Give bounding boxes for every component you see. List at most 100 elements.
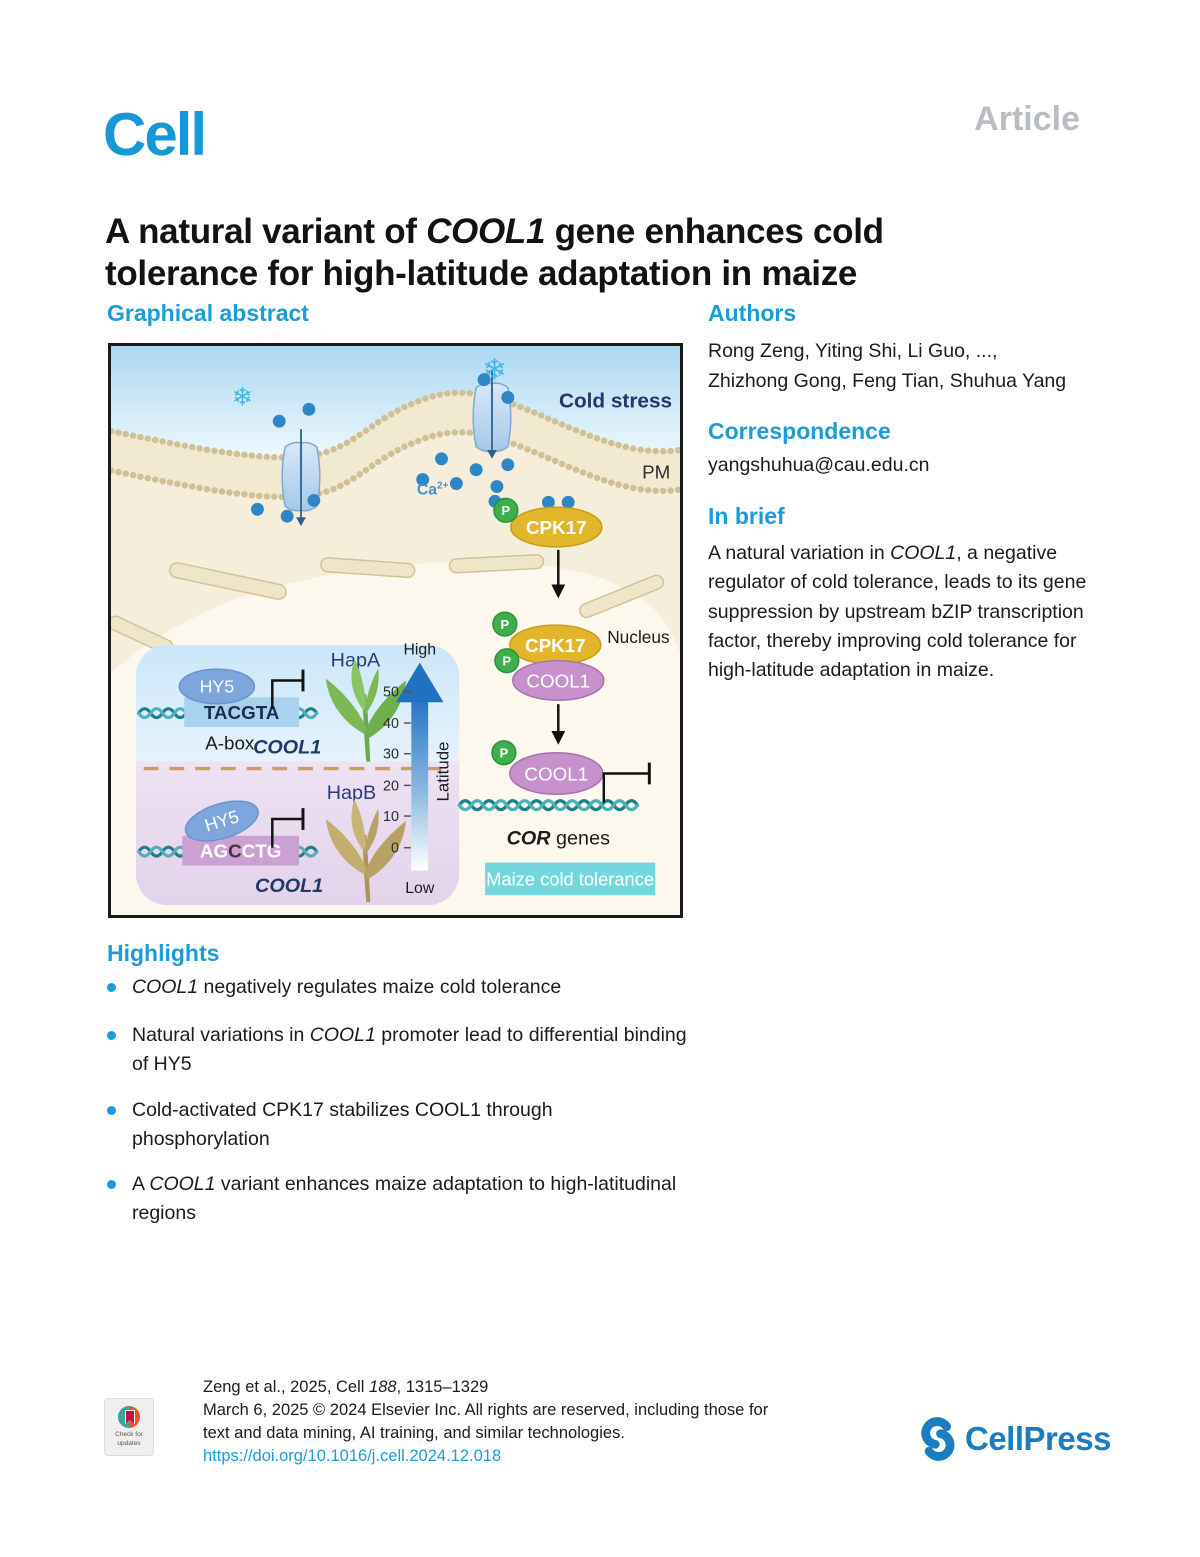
phosphate-badge bbox=[491, 740, 517, 766]
highlight-text: COOL1 negatively regulates maize cold to… bbox=[132, 976, 562, 998]
copyright-line: March 6, 2025 © 2024 Elsevier Inc. All r… bbox=[203, 1401, 769, 1420]
a-box-sequence: TACGTA bbox=[204, 702, 280, 723]
authors-heading: Authors bbox=[708, 300, 797, 326]
title-pre: A natural variant of bbox=[105, 212, 427, 252]
phosphate-label: P bbox=[503, 654, 512, 669]
authors-line: Zhizhong Gong, Feng Tian, Shuhua Yang bbox=[708, 370, 1067, 393]
repression-symbol bbox=[271, 679, 303, 710]
paper-title: A natural variant of COOL1 gene enhances… bbox=[105, 211, 1045, 295]
cool1-gene-label: COOL1 bbox=[255, 875, 323, 897]
cell-journal-logo: Cell bbox=[103, 101, 207, 168]
highlight-text: A COOL1 variant enhances maize adaptatio… bbox=[132, 1173, 677, 1225]
gene-italic: COOL1 bbox=[890, 542, 957, 564]
cool1-gene-label: COOL1 bbox=[253, 737, 321, 759]
hy5-protein bbox=[178, 668, 256, 705]
hapA-label: HapA bbox=[331, 650, 381, 672]
membrane-beads-bottom bbox=[107, 429, 684, 501]
phosphate-badge bbox=[492, 611, 518, 637]
plasma-membrane-band bbox=[111, 392, 680, 497]
doi-link[interactable]: https://doi.org/10.1016/j.cell.2024.12.0… bbox=[203, 1447, 502, 1466]
axis-tick-labels: 50 40 30 20 10 0 bbox=[383, 684, 399, 856]
authors-list: Rong Zeng, Yiting Shi, Li Guo, ..., Zhiz… bbox=[708, 336, 1110, 396]
article-type-label: Article bbox=[974, 100, 1080, 138]
nucleus-label: Nucleus bbox=[607, 627, 670, 647]
phosphate-badge bbox=[493, 497, 519, 523]
cor-genes-label: COR genes bbox=[507, 828, 610, 850]
bullet-icon bbox=[107, 1031, 116, 1040]
cellpress-logo: CellPress bbox=[915, 1414, 1111, 1464]
bullet-icon bbox=[107, 1180, 116, 1189]
calcium-channel-right bbox=[472, 369, 512, 459]
hy5-label: HY5 bbox=[200, 676, 235, 696]
maize-plant-tan bbox=[325, 799, 406, 903]
highlight-text: Cold-activated CPK17 stabilizes COOL1 th… bbox=[132, 1099, 553, 1151]
title-gene-italic: COOL1 bbox=[426, 212, 546, 252]
cellpress-icon bbox=[921, 1417, 955, 1461]
repression-symbol bbox=[602, 772, 650, 803]
haplotype-panel: HapA TACGTA A-box COOL1 HY5 bbox=[135, 642, 460, 906]
maize-cold-tolerance-label: Maize cold tolerance bbox=[486, 868, 654, 889]
cold-sky bbox=[111, 346, 680, 458]
dna-helix bbox=[457, 799, 640, 812]
highlight-text: Natural variations in COOL1 promoter lea… bbox=[132, 1024, 687, 1076]
latitude-arrow-head bbox=[395, 662, 444, 703]
highlight-item: COOL1 negatively regulates maize cold to… bbox=[107, 973, 692, 1002]
calcium-label: Ca2+ bbox=[417, 480, 449, 498]
phosphate-label: P bbox=[502, 503, 511, 518]
axis-high-label: High bbox=[403, 642, 436, 659]
hy5-protein-tilted: HY5 bbox=[184, 800, 259, 842]
cool1-label: COOL1 bbox=[524, 763, 588, 784]
correspondence-email-link[interactable]: yangshuhua@cau.edu.cn bbox=[708, 454, 930, 476]
hapB-label: HapB bbox=[327, 782, 376, 804]
highlight-item: Cold-activated CPK17 stabilizes COOL1 th… bbox=[107, 1096, 692, 1155]
citation-line: Zeng et al., 2025, Cell 188, 1315–1329 bbox=[203, 1378, 489, 1396]
correspondence-heading: Correspondence bbox=[708, 418, 891, 444]
snowflake-icon: ❄ bbox=[232, 383, 254, 411]
authors-line: Rong Zeng, Yiting Shi, Li Guo, ..., bbox=[708, 340, 998, 362]
phosphate-label: P bbox=[501, 617, 510, 632]
repression-symbol bbox=[271, 817, 303, 848]
svg-text:40: 40 bbox=[383, 716, 399, 732]
calcium-ions bbox=[251, 373, 575, 523]
axis-low-label: Low bbox=[405, 880, 435, 897]
graphical-abstract-panel: ❄ ❄ Cold stress PM Ca2+ CPK17 P bbox=[101, 343, 690, 925]
variant-sequence: AGCCTG bbox=[200, 841, 281, 862]
cool1-label: COOL1 bbox=[526, 670, 590, 691]
axis-ticks bbox=[403, 690, 411, 849]
copyright-line: text and data mining, AI training, and s… bbox=[203, 1424, 625, 1443]
title-post: gene enhances cold tolerance for high-la… bbox=[105, 212, 884, 294]
maize-plant-green bbox=[325, 658, 406, 762]
svg-text:10: 10 bbox=[383, 809, 399, 825]
cool1-protein bbox=[512, 659, 605, 702]
phosphate-label: P bbox=[500, 746, 509, 761]
cpk17-protein bbox=[510, 506, 603, 548]
pm-label: PM bbox=[642, 462, 670, 483]
maize-cold-tolerance-box bbox=[485, 862, 656, 896]
axis-title: Latitude bbox=[433, 742, 452, 802]
svg-text:0: 0 bbox=[391, 841, 399, 857]
in-brief-text: A natural variation in COOL1, a negative… bbox=[708, 542, 1087, 681]
svg-text:20: 20 bbox=[383, 778, 399, 794]
in-brief-heading: In brief bbox=[708, 503, 785, 529]
svg-text:50: 50 bbox=[383, 684, 399, 700]
citation-block: Zeng et al., 2025, Cell 188, 1315–1329 M… bbox=[203, 1376, 768, 1468]
cellpress-wordmark: CellPress bbox=[965, 1420, 1111, 1457]
highlight-item: A COOL1 variant enhances maize adaptatio… bbox=[107, 1170, 692, 1229]
a-box-label: A-box bbox=[205, 733, 255, 754]
graphical-abstract-figure: ❄ ❄ Cold stress PM Ca2+ CPK17 P bbox=[101, 346, 690, 925]
cold-stress-label: Cold stress bbox=[559, 389, 672, 412]
calcium-channel-left bbox=[281, 429, 321, 527]
latitude-arrow-shaft bbox=[411, 696, 429, 871]
graphical-abstract-heading: Graphical abstract bbox=[107, 300, 309, 326]
latitude-axis: High Low 50 40 30 20 10 0 bbox=[383, 642, 452, 897]
cpk17-label: CPK17 bbox=[525, 635, 586, 656]
highlights-heading: Highlights bbox=[107, 940, 220, 966]
bullet-icon bbox=[107, 983, 116, 992]
svg-text:30: 30 bbox=[383, 747, 399, 763]
membrane-beads-top bbox=[107, 389, 684, 461]
nuclear-envelope bbox=[107, 553, 665, 655]
highlight-item: Natural variations in COOL1 promoter lea… bbox=[107, 1021, 692, 1080]
